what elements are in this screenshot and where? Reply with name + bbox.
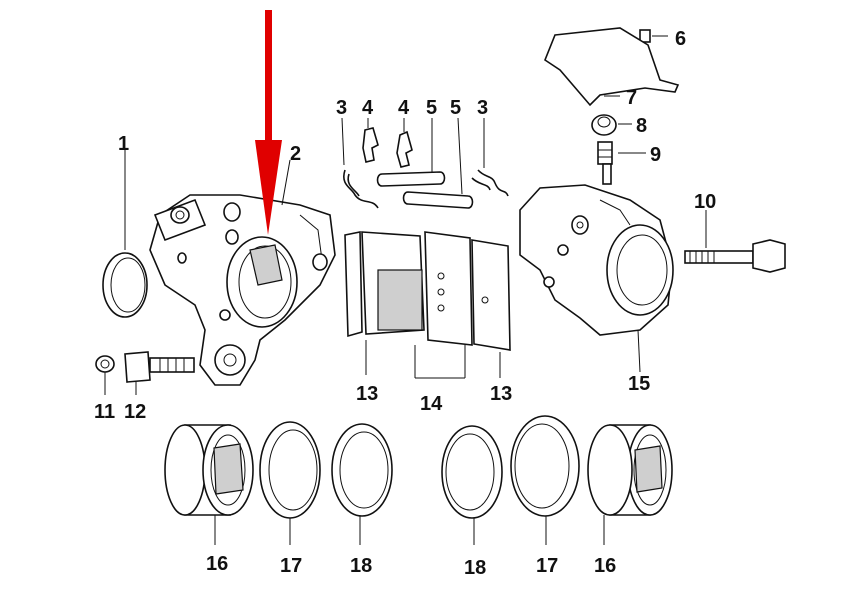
callout-15: 15 bbox=[628, 373, 650, 395]
callout-8: 8 bbox=[636, 115, 647, 137]
callout-13-right: 13 bbox=[490, 383, 512, 405]
callout-10: 10 bbox=[694, 191, 716, 213]
callout-4-right: 4 bbox=[398, 97, 410, 119]
callout-labels: 1 2 3 4 4 5 5 3 6 7 8 9 10 11 12 13 14 1… bbox=[94, 28, 716, 579]
part-4-clip-right bbox=[396, 118, 413, 168]
callout-5-right: 5 bbox=[450, 97, 461, 119]
part-5-pin-lower bbox=[402, 117, 474, 209]
part-12-bolt bbox=[124, 351, 195, 395]
part-18-seal-left bbox=[331, 423, 393, 545]
part-6-fitting bbox=[639, 29, 668, 43]
callout-13-left: 13 bbox=[356, 383, 378, 405]
part-4-clip-left bbox=[362, 118, 379, 163]
callout-16-right: 16 bbox=[594, 555, 616, 577]
part-17-seal-right bbox=[510, 415, 580, 545]
part-17-seal-left bbox=[259, 421, 321, 545]
callout-18-left: 18 bbox=[350, 555, 372, 577]
callout-2: 2 bbox=[290, 143, 301, 165]
red-pointer-arrow bbox=[255, 10, 282, 235]
callout-17-left: 17 bbox=[280, 555, 302, 577]
part-8-bolt bbox=[591, 114, 632, 136]
callout-11: 11 bbox=[94, 401, 115, 423]
callout-3-left: 3 bbox=[336, 97, 347, 119]
callout-1: 1 bbox=[118, 133, 129, 155]
callout-16-left: 16 bbox=[206, 553, 228, 575]
part-3-spring-right bbox=[471, 118, 509, 197]
callout-4-left: 4 bbox=[362, 97, 374, 119]
callout-5-left: 5 bbox=[426, 97, 437, 119]
part-15-caliper-body-right bbox=[519, 184, 674, 373]
callout-18-right: 18 bbox=[464, 557, 486, 579]
callout-6: 6 bbox=[675, 28, 686, 50]
part-18-seal-right bbox=[441, 425, 503, 545]
part-11-nut bbox=[95, 355, 115, 395]
callout-3-right: 3 bbox=[477, 97, 488, 119]
part-9-bleeder bbox=[597, 141, 646, 185]
part-3-spring-left bbox=[341, 117, 379, 209]
part-10-long-bolt bbox=[684, 210, 786, 273]
part-16-piston-right bbox=[587, 424, 673, 545]
callout-17-right: 17 bbox=[536, 555, 558, 577]
part-5-pin-upper bbox=[376, 118, 446, 187]
part-14-pad-center bbox=[414, 231, 473, 379]
callout-9: 9 bbox=[650, 144, 661, 166]
part-13-pad-left bbox=[344, 231, 425, 375]
callout-7: 7 bbox=[626, 87, 637, 109]
part-2-caliper-body-left bbox=[149, 159, 336, 386]
part-7-cover bbox=[544, 27, 680, 107]
part-1-cap bbox=[102, 150, 148, 318]
part-13-pad-right bbox=[471, 239, 511, 378]
callout-12: 12 bbox=[124, 401, 146, 423]
callout-14: 14 bbox=[420, 393, 443, 415]
part-16-piston-left bbox=[164, 424, 254, 545]
